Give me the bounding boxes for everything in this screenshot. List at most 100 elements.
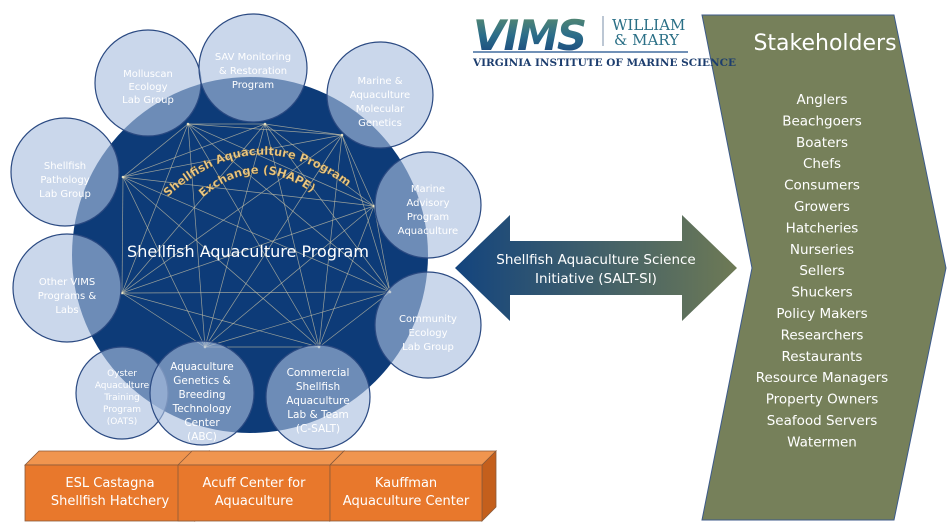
- unit-label-line: Technology: [172, 403, 232, 415]
- unit-label-line: Community: [399, 314, 457, 325]
- network-link: [121, 176, 124, 294]
- unit-label-line: (OATS): [107, 417, 138, 427]
- unit-label-line: Other VIMS: [39, 277, 95, 288]
- stakeholder-item: Hatcheries: [786, 220, 859, 236]
- network-node: [263, 122, 267, 126]
- stakeholder-item: Researchers: [781, 327, 864, 343]
- network-link: [187, 123, 391, 293]
- unit-label-line: Marine &: [357, 76, 402, 87]
- facility-label-line: Kauffman: [375, 476, 437, 491]
- unit-label-line: Commercial: [287, 367, 350, 379]
- network-link: [121, 292, 206, 348]
- facility-label-line: Aquaculture: [215, 494, 294, 509]
- network-link: [341, 134, 391, 293]
- unit-label-line: Aquaculture: [350, 90, 410, 101]
- facility-label-line: Aquaculture Center: [343, 494, 470, 509]
- unit-label-line: Lab Group: [402, 342, 454, 353]
- network-link: [121, 291, 391, 294]
- stakeholder-item: Boaters: [796, 135, 848, 151]
- stakeholder-item: Beachgoers: [782, 113, 862, 129]
- stakeholder-item: Growers: [794, 199, 850, 215]
- unit-label-line: Ecology: [128, 82, 167, 93]
- facility-label-line: Shellfish Hatchery: [51, 494, 170, 509]
- unit-label-line: Shellfish: [296, 381, 340, 393]
- unit-bubble: [12, 233, 122, 343]
- unit-label-line: Lab Group: [122, 95, 174, 106]
- stakeholder-item: Chefs: [803, 156, 841, 172]
- stakeholder-item: Nurseries: [790, 242, 854, 258]
- unit-label-line: Shellfish: [44, 161, 86, 172]
- facility-front: [329, 464, 483, 522]
- stakeholder-item: Restaurants: [782, 349, 863, 365]
- unit-label-line: Oyster: [107, 369, 137, 379]
- unit-bubble: [198, 13, 308, 123]
- unit-label-line: Aquaculture: [95, 381, 150, 391]
- logo-subtitle: VIRGINIA INSTITUTE OF MARINE SCIENCE: [472, 57, 736, 69]
- stakeholder-item: Property Owners: [766, 392, 879, 408]
- unit-label-line: Ecology: [408, 328, 447, 339]
- unit-label-line: Molluscan: [123, 69, 173, 80]
- unit-label-line: Programs &: [38, 291, 97, 302]
- unit-label-line: Aquaculture: [170, 361, 233, 373]
- network-link: [341, 134, 375, 207]
- unit-bubble: [374, 271, 482, 379]
- network-node: [340, 133, 344, 137]
- unit-label-line: Breeding: [178, 389, 225, 401]
- logo-partner-line1: WILLIAM: [612, 16, 685, 34]
- stakeholder-item: Anglers: [796, 92, 847, 108]
- stakeholder-item: Watermen: [787, 434, 857, 450]
- stakeholders-list: AnglersBeachgoersBoatersChefsConsumersGr…: [756, 92, 888, 450]
- unit-label-line: Genetics: [358, 118, 402, 129]
- facility-label-line: ESL Castagna: [65, 476, 154, 491]
- unit-label-line: Labs: [55, 305, 78, 316]
- network-link: [122, 123, 266, 178]
- unit-label-line: Advisory: [406, 198, 449, 209]
- unit-label-line: SAV Monitoring: [215, 52, 291, 63]
- facility-front: [24, 464, 196, 522]
- facility-top: [329, 450, 497, 466]
- unit-label-line: Program: [407, 212, 449, 223]
- network-link: [121, 292, 320, 348]
- unit-label-line: Program: [103, 405, 141, 415]
- vims-wordmark: VIMS: [473, 11, 585, 60]
- stakeholders-chevron: [701, 14, 947, 521]
- network-link: [122, 123, 189, 178]
- stakeholder-item: Sellers: [799, 263, 844, 279]
- network-link: [122, 176, 206, 348]
- unit-label-line: & Restoration: [219, 66, 287, 77]
- network-link: [187, 123, 343, 136]
- network-node: [121, 175, 125, 179]
- unit-label-line: Aquaculture: [398, 226, 458, 237]
- logo-partner-line2: & MARY: [614, 31, 680, 49]
- unit-label-line: Center: [184, 417, 220, 429]
- unit-label-line: Pathology: [40, 175, 89, 186]
- stakeholders-title: Stakeholders: [753, 31, 896, 56]
- network-link: [187, 123, 206, 348]
- unit-bubble: [10, 117, 120, 227]
- program-circle: [72, 77, 428, 433]
- unit-label-line: Genetics &: [173, 375, 231, 387]
- network-link: [121, 123, 189, 294]
- network-link: [122, 176, 391, 293]
- network-link: [264, 123, 375, 207]
- network-link: [122, 176, 375, 207]
- stakeholder-item: Resource Managers: [756, 370, 888, 386]
- unit-label-line: Lab Group: [39, 189, 91, 200]
- unit-label-line: Lab & Team: [287, 409, 349, 421]
- stakeholder-item: Consumers: [784, 178, 860, 194]
- unit-label-line: Training: [103, 393, 140, 403]
- network-link: [122, 176, 320, 348]
- initiative-line1: Shellfish Aquaculture Science: [496, 252, 695, 268]
